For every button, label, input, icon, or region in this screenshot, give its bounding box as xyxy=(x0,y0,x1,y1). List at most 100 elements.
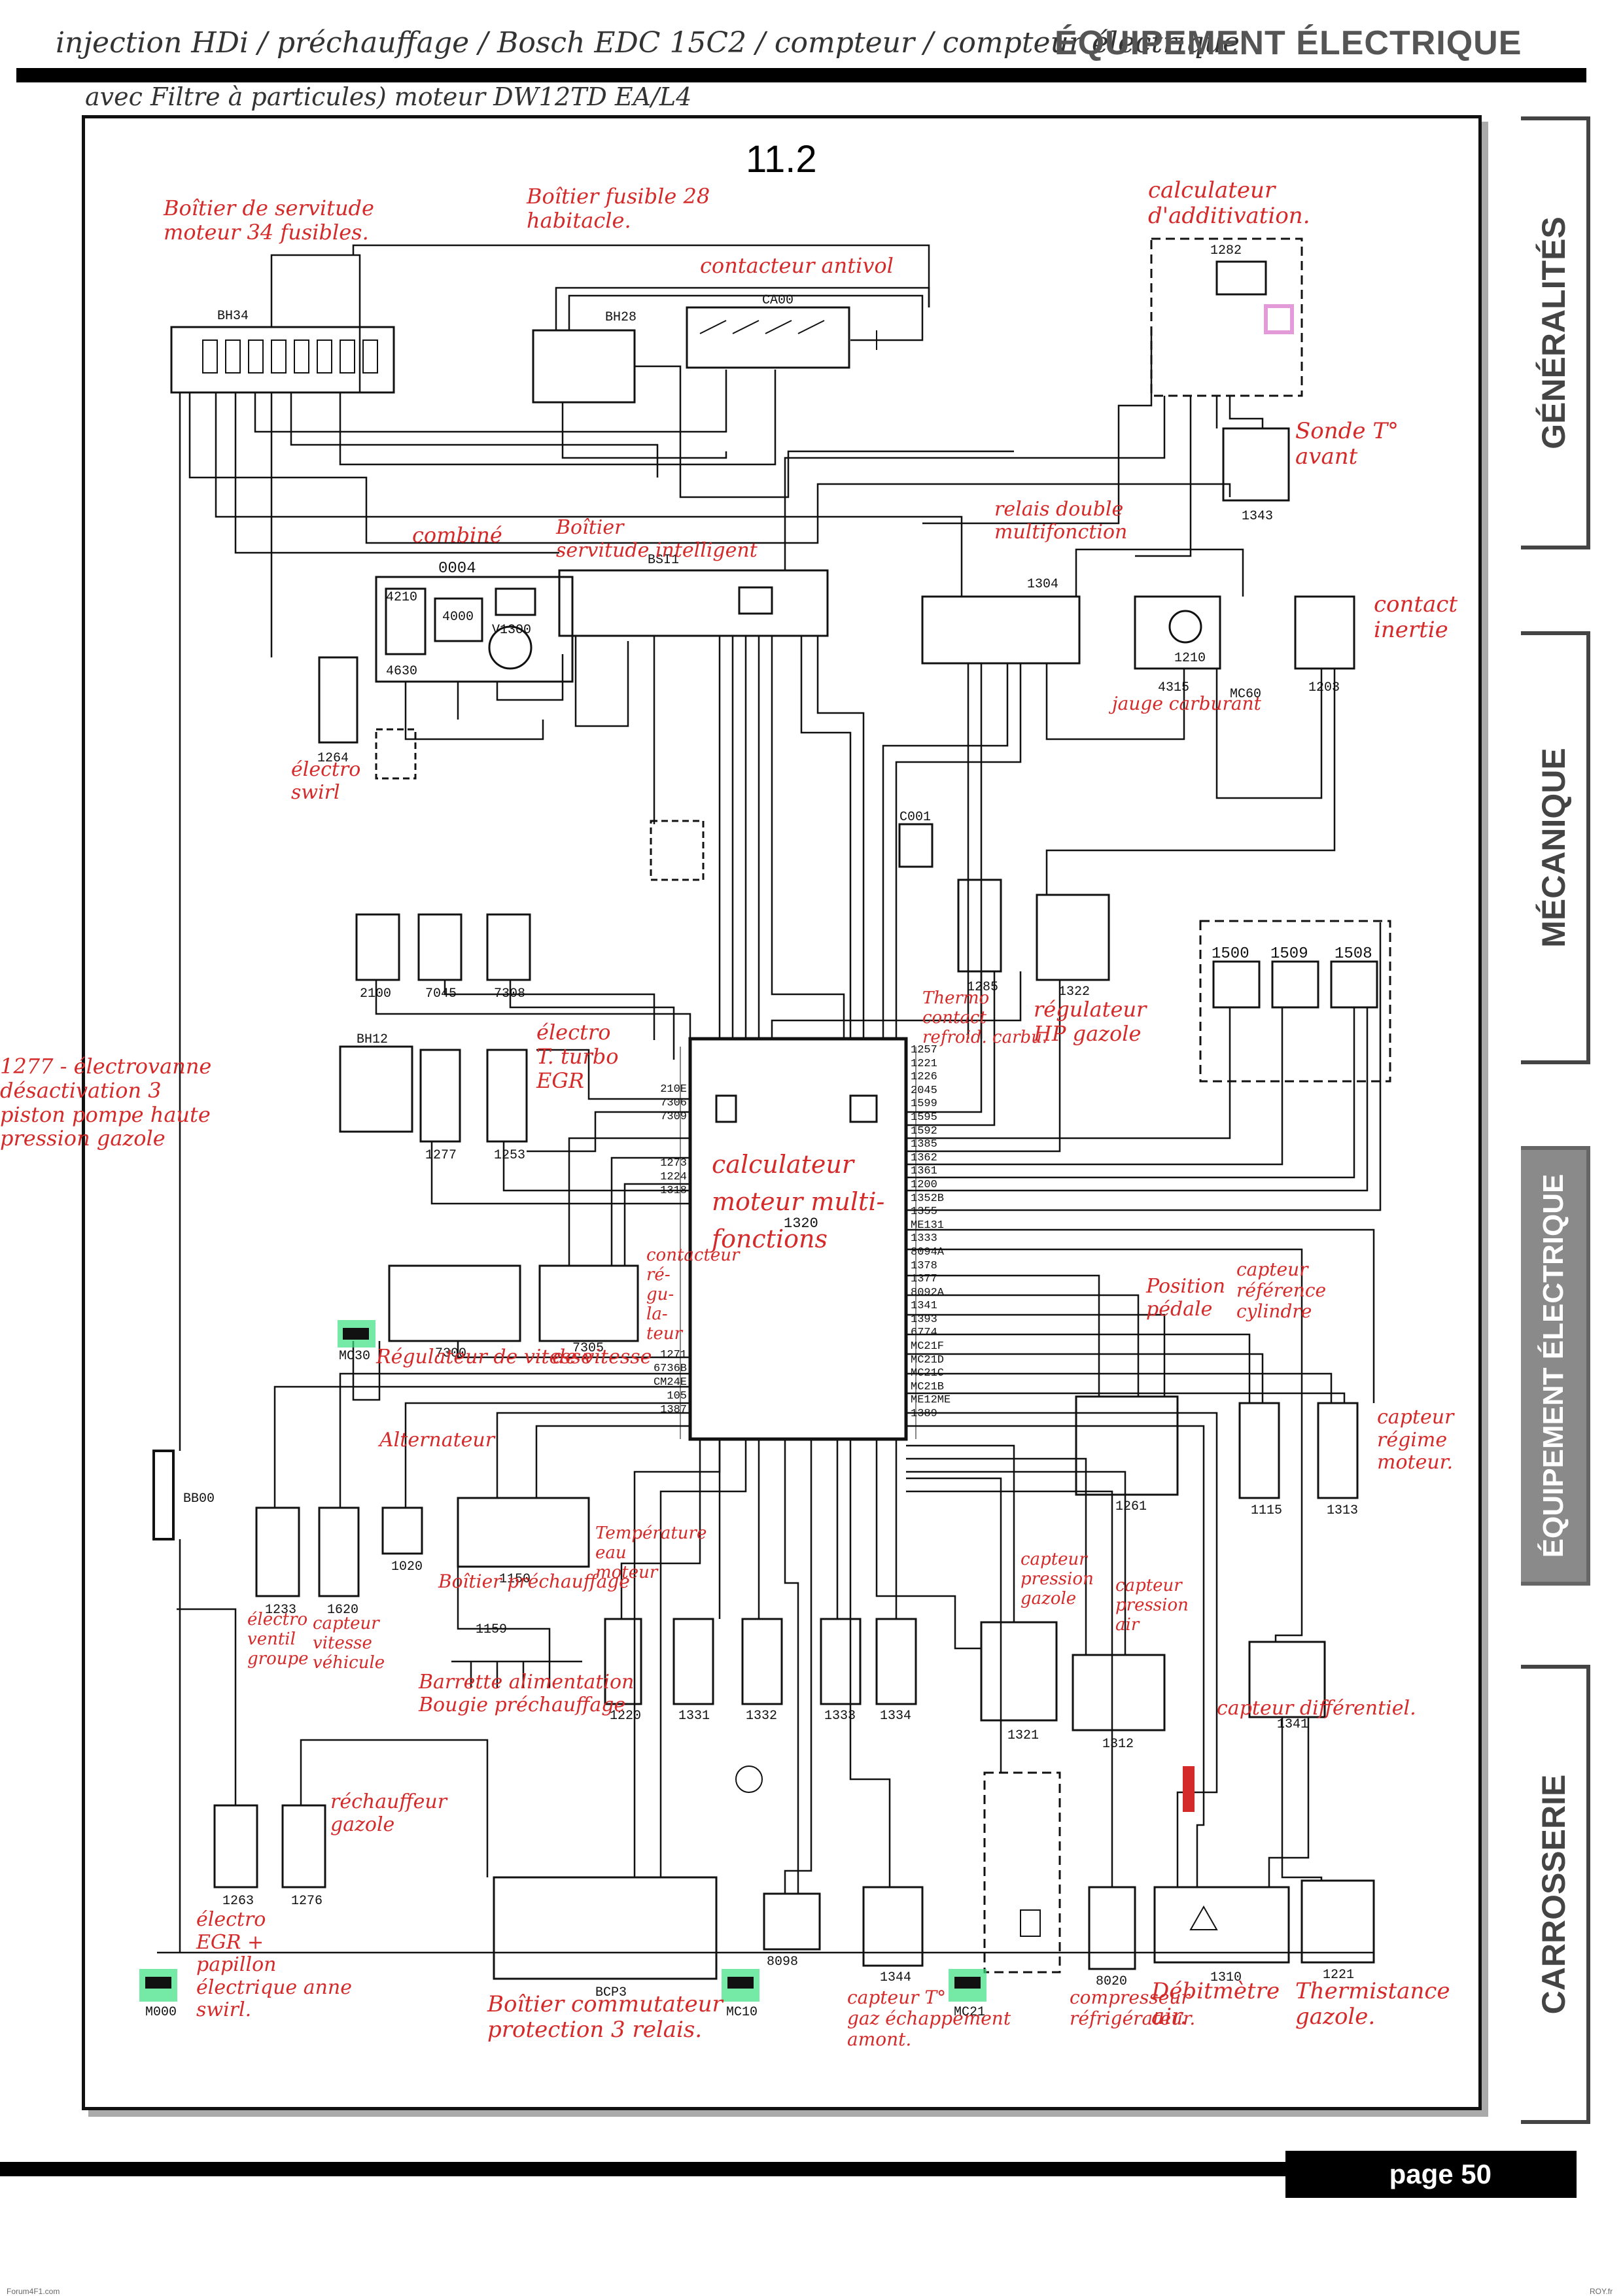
ignition-switch-ca00 xyxy=(686,306,850,369)
sensor-1321 xyxy=(980,1621,1058,1722)
ecu-pin: 1378 xyxy=(911,1259,937,1272)
ecu-pin: MC21F xyxy=(911,1340,945,1353)
regulator-1322 xyxy=(1036,894,1110,981)
label-1233: 1233 xyxy=(265,1603,297,1618)
label-1261: 1261 xyxy=(1115,1499,1147,1514)
note-contacteur-antivol: contacteur antivol xyxy=(700,253,894,278)
sensor-7308 xyxy=(486,913,531,981)
label-1334: 1334 xyxy=(880,1709,912,1724)
fuse-bb00 xyxy=(152,1450,175,1540)
label-4000: 4000 xyxy=(442,610,474,625)
ecu-pin: 1361 xyxy=(911,1165,937,1178)
valve-1277 xyxy=(419,1049,461,1143)
note-boitier-prechauffage: Boîtier préchauffage xyxy=(438,1571,630,1592)
injector-1333 xyxy=(820,1618,862,1705)
switch-7305 xyxy=(538,1264,639,1342)
label-mc60: MC60 xyxy=(1230,687,1262,702)
label-1313: 1313 xyxy=(1327,1503,1359,1518)
note-capteur-pression-gazole: capteur pression gazole xyxy=(1021,1550,1094,1609)
sensor-1313 xyxy=(1317,1402,1359,1499)
tab-generalites[interactable]: GÉNÉRALITÉS xyxy=(1521,116,1590,549)
note-electro-groupe: électro ventil groupe xyxy=(247,1610,309,1669)
note-electro-swirl: électro swirl xyxy=(291,758,361,804)
label-1620: 1620 xyxy=(327,1603,359,1618)
note-electrovanne-desactivation: 1277 - électrovanne désactivation 3 pist… xyxy=(0,1054,212,1151)
ecu-pin: MC21B xyxy=(911,1380,945,1393)
ecu-pin: MC21C xyxy=(911,1367,945,1380)
label-1220: 1220 xyxy=(610,1709,642,1724)
label-mc21: MC21 xyxy=(954,2005,986,2020)
ecu-pin: 1226 xyxy=(911,1071,937,1084)
ecu-id-label: 1320 xyxy=(784,1215,818,1232)
note-boitier-commutateur: Boîtier commutateur protection 3 relais. xyxy=(487,1991,723,2044)
footer-source-left: Forum4F1.com xyxy=(7,2287,60,2296)
label-2100: 2100 xyxy=(360,986,392,1001)
label-c001: C001 xyxy=(899,810,932,825)
figure-number: 11.2 xyxy=(746,138,817,181)
tab-equipement-electrique[interactable]: ÉQUIPEMENT ÉLECTRIQUE xyxy=(1521,1146,1590,1586)
note-electro-turbo: électro T. turbo EGR xyxy=(536,1020,619,1093)
label-1331: 1331 xyxy=(678,1709,710,1724)
label-1333: 1333 xyxy=(824,1709,856,1724)
ecu-pin: 1200 xyxy=(911,1178,937,1191)
note-contact-inertie: contact inertie xyxy=(1374,591,1458,644)
label-1312: 1312 xyxy=(1102,1737,1134,1752)
label-8020: 8020 xyxy=(1096,1974,1128,1989)
injector-1334 xyxy=(875,1618,917,1705)
ecu-pin: 1599 xyxy=(911,1098,937,1111)
label-1343: 1343 xyxy=(1242,509,1274,524)
header-rule xyxy=(16,68,1586,82)
tab-mecanique[interactable]: MÉCANIQUE xyxy=(1521,631,1590,1064)
sensor-7045 xyxy=(417,913,462,981)
ecu-pin: 1333 xyxy=(911,1232,937,1245)
label-1203: 1203 xyxy=(1308,680,1340,695)
heater-1276 xyxy=(281,1804,326,1888)
tab-carrosserie[interactable]: CARROSSERIE xyxy=(1521,1665,1590,2124)
note-capteur-vitesse-vehicule: capteur vitesse véhicule xyxy=(313,1614,385,1673)
label-mc30: MC30 xyxy=(339,1349,371,1364)
fan-bh12 xyxy=(339,1045,413,1133)
label-1263: 1263 xyxy=(222,1894,254,1909)
handwritten-header-line2: avec Filtre à particules) moteur DW12TD … xyxy=(85,82,692,111)
ecu-pin: ME131 xyxy=(911,1219,945,1232)
note-rechauffeur-gazole: réchauffeur gazole xyxy=(330,1790,447,1836)
note-capteur-regime-moteur: capteur régime moteur. xyxy=(1377,1406,1454,1474)
label-7300: 7300 xyxy=(435,1346,467,1361)
ecu-pin: 7309 xyxy=(660,1111,687,1123)
bsi-bsi1 xyxy=(558,569,829,637)
label-1508: 1508 xyxy=(1335,945,1372,963)
page-number-badge: page 50 xyxy=(1285,2151,1577,2198)
note-vitesse: de vitesse xyxy=(553,1346,652,1368)
sensor-1620 xyxy=(318,1506,360,1597)
label-0004: 0004 xyxy=(438,560,476,578)
label-1221: 1221 xyxy=(1323,1968,1355,1983)
label-bsi1: BSI1 xyxy=(648,553,680,568)
sensor-1312 xyxy=(1072,1654,1166,1731)
sensor-1343 xyxy=(1222,427,1290,502)
note-jauge-carburant: jauge carburant xyxy=(1112,693,1261,714)
note-regulateur-hp: régulateur HP gazole xyxy=(1034,997,1147,1046)
label-1341: 1341 xyxy=(1277,1717,1309,1732)
ecu-pin: 1221 xyxy=(911,1057,937,1070)
ecu-pin: 6736B xyxy=(653,1363,687,1375)
ecu-pin: 8094A xyxy=(911,1245,945,1259)
ecu-pin: ME12ME xyxy=(911,1394,951,1407)
ecu-pin: 1273 xyxy=(660,1157,687,1170)
section-title: ÉQUIPEMENT ÉLECTRIQUE xyxy=(1055,24,1522,62)
label-7305: 7305 xyxy=(572,1341,604,1356)
fuel-gauge-4315 xyxy=(1134,595,1221,670)
regulator-7300 xyxy=(388,1264,521,1342)
sensor-1344 xyxy=(862,1886,924,1967)
ecu-pin: 1318 xyxy=(660,1185,687,1197)
note-alternateur: Alternateur xyxy=(379,1429,495,1452)
note-capteur-differentiel: capteur différentiel. xyxy=(1217,1697,1416,1720)
ecu-pin: MC21D xyxy=(911,1353,945,1366)
note-regulateur-vitesse: Régulateur de vitesse xyxy=(376,1346,593,1368)
handwritten-header-line1: injection HDi / préchauffage / Bosch EDC… xyxy=(56,26,1240,60)
label-1332: 1332 xyxy=(746,1709,778,1724)
label-1282: 1282 xyxy=(1210,243,1242,258)
label-7045: 7045 xyxy=(425,986,457,1001)
label-1264: 1264 xyxy=(317,751,349,766)
note-debitmetre-air: Débitmètre air. xyxy=(1151,1978,1280,2030)
label-1277: 1277 xyxy=(425,1148,457,1163)
